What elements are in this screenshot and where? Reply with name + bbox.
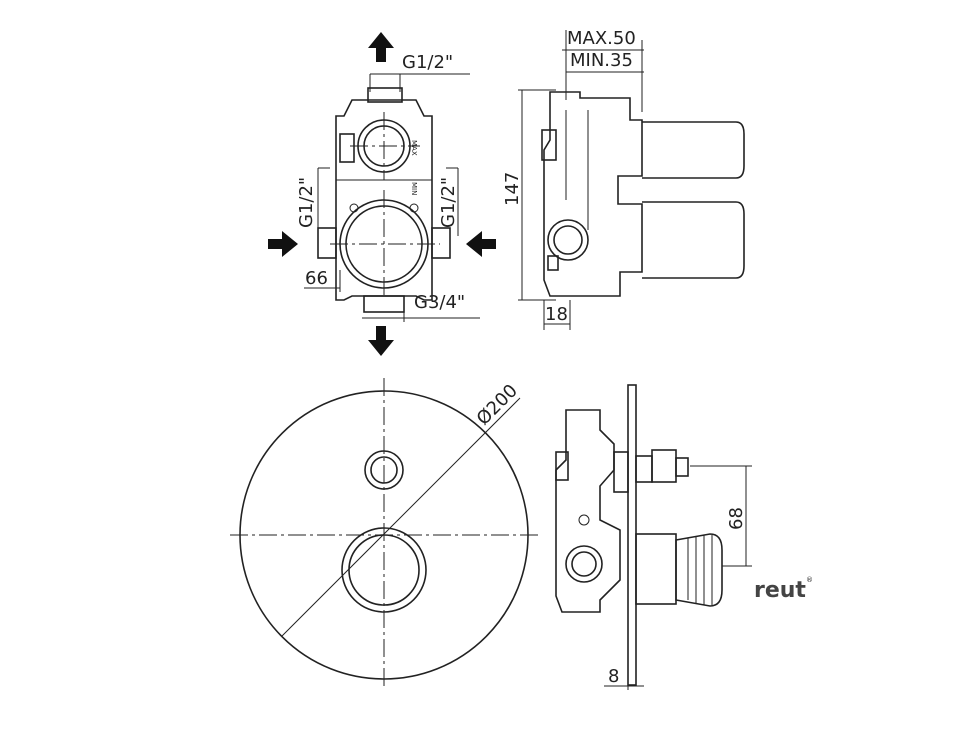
width-66-label: 66 [305,268,328,289]
min-depth-label: MIN.35 [570,50,633,71]
outlet-arrow-up [368,32,394,62]
right-thread-label: G1/2" [438,177,459,228]
body-max-mark: MAX [410,140,418,156]
bottom-thread-label: G3/4" [414,292,465,313]
height-147-label: 147 [502,172,523,206]
outlet-arrow-down [368,326,394,356]
mixer-handle [341,527,427,613]
plate-8-label: 8 [608,666,619,687]
inlet-arrow-right [466,231,496,257]
max-depth-label: MAX.50 [567,28,636,49]
body-front-view: G1/2" MAX MIN G1/2" G [268,32,496,356]
diverter-knob [364,450,404,490]
body-min-mark: MIN [410,182,418,195]
cover-plate-front-view: Ø200 [230,378,540,690]
offset-68-label: 68 [726,507,747,530]
inlet-arrow-left [268,231,298,257]
left-thread-label: G1/2" [296,177,317,228]
assembled-side-view: 68 8 [555,384,752,690]
brand-trademark: ® [806,576,813,584]
body-side-view: MAX.50 MIN.35 147 18 [502,28,745,330]
plate-profile [627,384,637,686]
top-thread-label: G1/2" [402,52,453,73]
brand-logo: reut [754,578,806,603]
diameter-200-label: Ø200 [473,380,522,429]
depth-18-label: 18 [545,304,568,325]
